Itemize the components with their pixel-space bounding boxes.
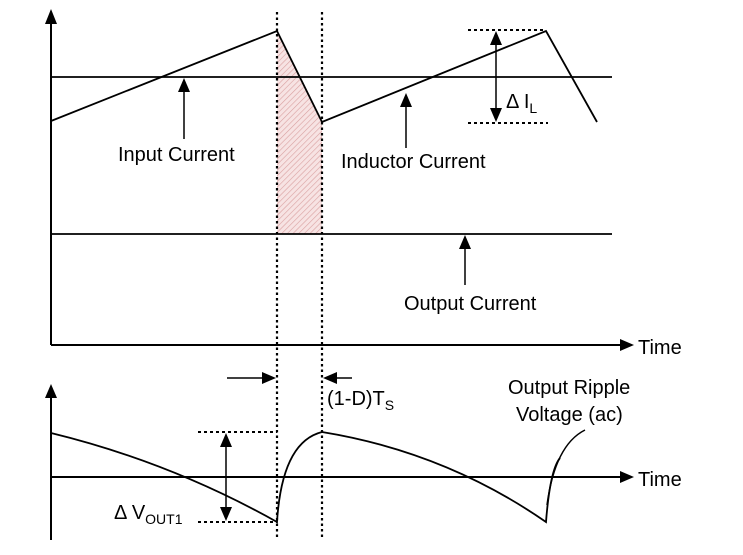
top-x-axis-arrowhead — [620, 339, 634, 351]
delta-vout-arrow-up — [220, 433, 232, 447]
bottom-x-axis-arrowhead — [620, 471, 634, 483]
time-label-bottom: Time — [638, 469, 682, 491]
delta-il-label: Δ IL — [506, 91, 537, 116]
delta-il-arrow-down — [490, 108, 502, 122]
delta-il-arrow-up — [490, 31, 502, 45]
off-time-label: (1-D)TS — [327, 388, 394, 413]
off-time-arrow-left-head — [262, 372, 276, 384]
output-ripple-label-line1: Output Ripple — [508, 377, 630, 399]
delta-vout-label: Δ VOUT1 — [114, 502, 183, 527]
top-y-axis-arrowhead — [45, 9, 57, 24]
input-current-pointer-head — [178, 78, 190, 92]
delta-vout-arrow-down — [220, 507, 232, 521]
output-current-label: Output Current — [404, 293, 537, 315]
inductor-current-pointer-head — [400, 93, 412, 107]
output-ripple-voltage-waveform — [50, 431, 561, 524]
capacitor-discharge-area — [277, 33, 322, 234]
time-label-top: Time — [638, 337, 682, 359]
output-current-pointer-head — [459, 235, 471, 249]
off-time-arrow-right-head — [323, 372, 337, 384]
input-current-label: Input Current — [118, 144, 235, 166]
inductor-current-label: Inductor Current — [341, 151, 486, 173]
bottom-y-axis-arrowhead — [45, 384, 57, 398]
output-ripple-label-line2: Voltage (ac) — [516, 404, 623, 426]
output-ripple-pointer — [546, 429, 586, 506]
